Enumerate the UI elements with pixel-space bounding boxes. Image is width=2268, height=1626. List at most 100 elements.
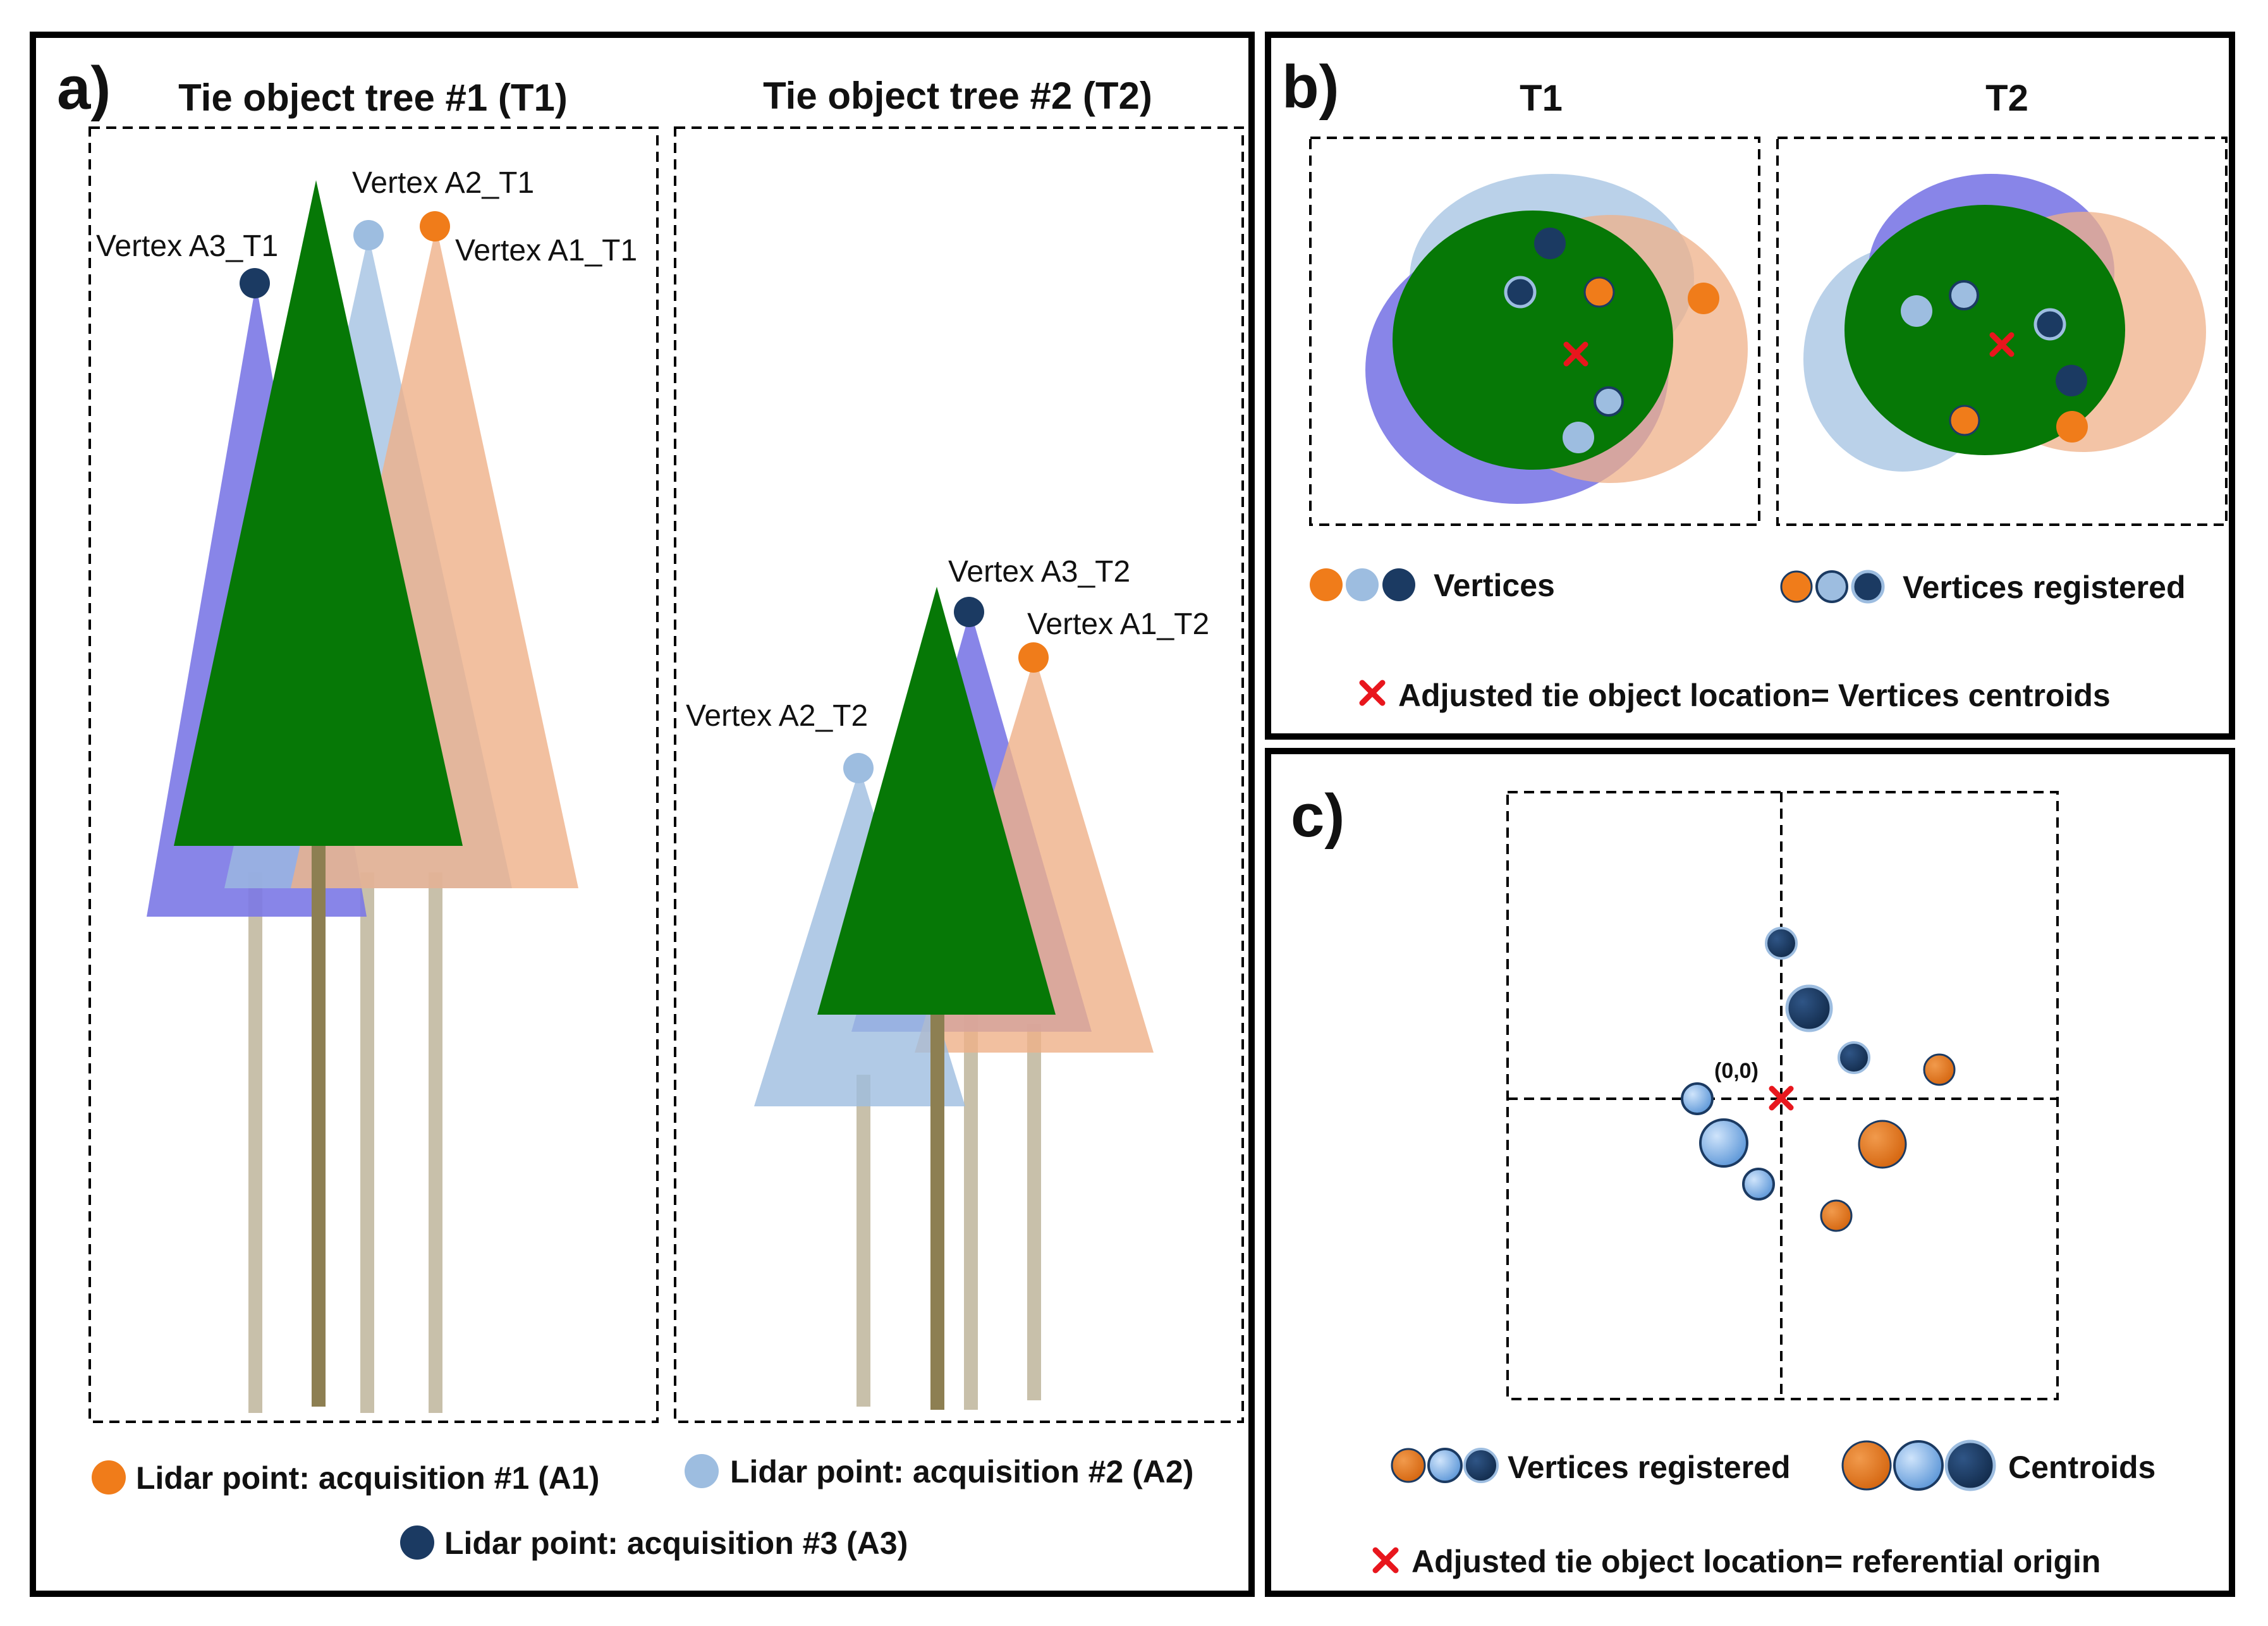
panel-c-frame <box>1265 748 2235 1597</box>
panel-b: b) T1 T2 <box>1265 32 2235 740</box>
c-legend-centroid-a2 <box>1893 1440 1944 1491</box>
b-t1-registered-a3 <box>1504 276 1537 309</box>
panel-b-legend: Vertices Vertices registered Adjusted ti… <box>1310 568 2186 713</box>
b-t1-box <box>1309 137 1760 526</box>
c-legend-centroid-a3 <box>1944 1440 1996 1491</box>
legend-a2-label: Lidar point: acquisition #2 (A2) <box>730 1454 1193 1489</box>
b-t2-registered-a3 <box>2033 308 2066 341</box>
legend-a1-label: Lidar point: acquisition #1 (A1) <box>136 1460 599 1496</box>
b-t1-vertex-a1 <box>1688 283 1719 314</box>
b-t1-registered-a1 <box>1583 276 1615 308</box>
trunk-true-t1 <box>312 841 326 1407</box>
trunk-a2-t2 <box>857 1075 870 1407</box>
vertex-a3-t2-label: Vertex A3_T2 <box>948 555 1130 589</box>
trunk-true-t2 <box>930 1005 944 1410</box>
c-centroid-a2 <box>1699 1118 1748 1168</box>
trunk-a3-t2 <box>964 1012 978 1410</box>
c-registered-a3-1 <box>1765 927 1798 960</box>
c-origin-label: (0,0) <box>1714 1059 1759 1083</box>
vertex-a2-t2-label: Vertex A2_T2 <box>686 699 868 733</box>
c-origin-marker <box>1769 1085 1794 1111</box>
crown-true-top-t1 <box>1393 211 1673 470</box>
panel-c: c) (0,0) Vertices registered Centroids <box>1265 748 2235 1597</box>
b-legend-x-icon <box>1359 680 1386 706</box>
c-registered-a2-2 <box>1742 1168 1775 1201</box>
c-legend-registered-a2 <box>1427 1448 1463 1483</box>
panel-b-label: b) <box>1282 53 1339 121</box>
c-legend-registered-a3 <box>1463 1448 1499 1483</box>
vertex-a1-t2-label: Vertex A1_T2 <box>1027 608 1209 641</box>
c-registered-a1-2 <box>1820 1199 1853 1232</box>
panel-a-frame <box>30 32 1255 1597</box>
b-t2-registered-a2 <box>1949 280 1979 310</box>
panel-c-label: c) <box>1291 782 1344 850</box>
b-t1-title: T1 <box>1520 78 1563 119</box>
tree1-illustration: Vertex A3_T1 Vertex A2_T1 Vertex A1_T1 <box>96 166 637 1413</box>
b-t2-vertex-a1 <box>2056 411 2088 443</box>
vertex-a1-t1-point <box>420 211 450 241</box>
crown-true-t1 <box>174 180 463 846</box>
c-centroid-a3 <box>1785 984 1833 1032</box>
vertex-a2-t1-label: Vertex A2_T1 <box>352 166 534 200</box>
b-t2-centroid-marker <box>1989 332 2015 357</box>
c-legend-registered-label: Vertices registered <box>1508 1450 1791 1485</box>
b-legend-registered-a3 <box>1851 570 1885 604</box>
c-legend-x-icon <box>1372 1547 1399 1574</box>
panel-b-frame <box>1265 32 2235 740</box>
c-legend-adjusted-label: Adjusted tie object location= referentia… <box>1411 1544 2100 1579</box>
b-t1-vertex-a2 <box>1563 422 1594 453</box>
c-legend-centroids-label: Centroids <box>2008 1450 2155 1485</box>
b-legend-vertices-label: Vertices <box>1434 568 1555 603</box>
trunk-a1-t1 <box>429 872 442 1413</box>
tree2-illustration: Vertex A3_T2 Vertex A1_T2 Vertex A2_T2 <box>686 555 1209 1410</box>
b-legend-vertex-a2 <box>1346 568 1379 601</box>
b-legend-registered-a1 <box>1780 570 1813 603</box>
b-t2-vertex-a3 <box>2056 365 2087 396</box>
b-legend-vertex-a3 <box>1382 568 1415 601</box>
trunk-a3-t1 <box>248 872 262 1413</box>
crown-true-top-t2 <box>1844 205 2125 455</box>
tree2-box <box>674 126 1244 1423</box>
trunk-a1-t2 <box>1027 1024 1041 1400</box>
c-centroid-a1 <box>1858 1120 1907 1169</box>
panel-c-legend: Vertices registered Centroids Adjusted t… <box>1372 1440 2155 1579</box>
b-t1-registered-a2 <box>1594 386 1624 417</box>
crown-true-t2 <box>817 587 1056 1015</box>
vertex-a1-t2-point <box>1018 642 1049 673</box>
c-registered-a1-1 <box>1923 1053 1956 1086</box>
b-t2-box <box>1776 137 2228 526</box>
vertex-a3-t2-point <box>954 597 984 627</box>
legend-a2-marker <box>685 1454 719 1488</box>
b-t2-vertex-a2 <box>1901 295 1932 327</box>
b-legend-registered-label: Vertices registered <box>1903 570 2186 605</box>
c-legend-centroid-a1 <box>1841 1440 1892 1491</box>
c-plot-box <box>1506 791 2059 1400</box>
c-legend-registered-a1 <box>1391 1448 1426 1483</box>
b-t1-centroid-marker <box>1563 341 1588 367</box>
panel-a: a) Tie object tree #1 (T1) Tie object tr… <box>30 32 1255 1597</box>
b-legend-vertex-a1 <box>1310 568 1343 601</box>
vertex-a3-t1-point <box>240 268 270 298</box>
legend-a3-label: Lidar point: acquisition #3 (A3) <box>444 1525 908 1561</box>
panel-a-label: a) <box>57 54 111 122</box>
b-legend-registered-a2 <box>1815 570 1848 603</box>
tree1-title: Tie object tree #1 (T1) <box>178 76 568 119</box>
vertex-a2-t1-point <box>353 220 384 250</box>
vertex-a1-t1-label: Vertex A1_T1 <box>455 234 637 267</box>
b-t2-topview <box>1803 174 2206 472</box>
trunk-a2-t1 <box>360 872 374 1413</box>
b-t2-title: T2 <box>1985 78 2028 119</box>
b-t1-topview <box>1365 174 1748 504</box>
tree1-box <box>88 126 659 1423</box>
tree2-title: Tie object tree #2 (T2) <box>763 75 1152 117</box>
panel-a-legend: Lidar point: acquisition #1 (A1) Lidar p… <box>92 1454 1193 1561</box>
vertex-a2-t2-point <box>843 753 874 783</box>
c-registered-a2-1 <box>1681 1082 1714 1115</box>
b-legend-adjusted-label: Adjusted tie object location= Vertices c… <box>1398 678 2111 713</box>
b-t2-registered-a1 <box>1949 405 1980 436</box>
legend-a3-marker <box>400 1525 434 1560</box>
legend-a1-marker <box>92 1460 126 1495</box>
b-t1-vertex-a3 <box>1534 228 1566 259</box>
c-registered-a3-2 <box>1838 1041 1870 1074</box>
